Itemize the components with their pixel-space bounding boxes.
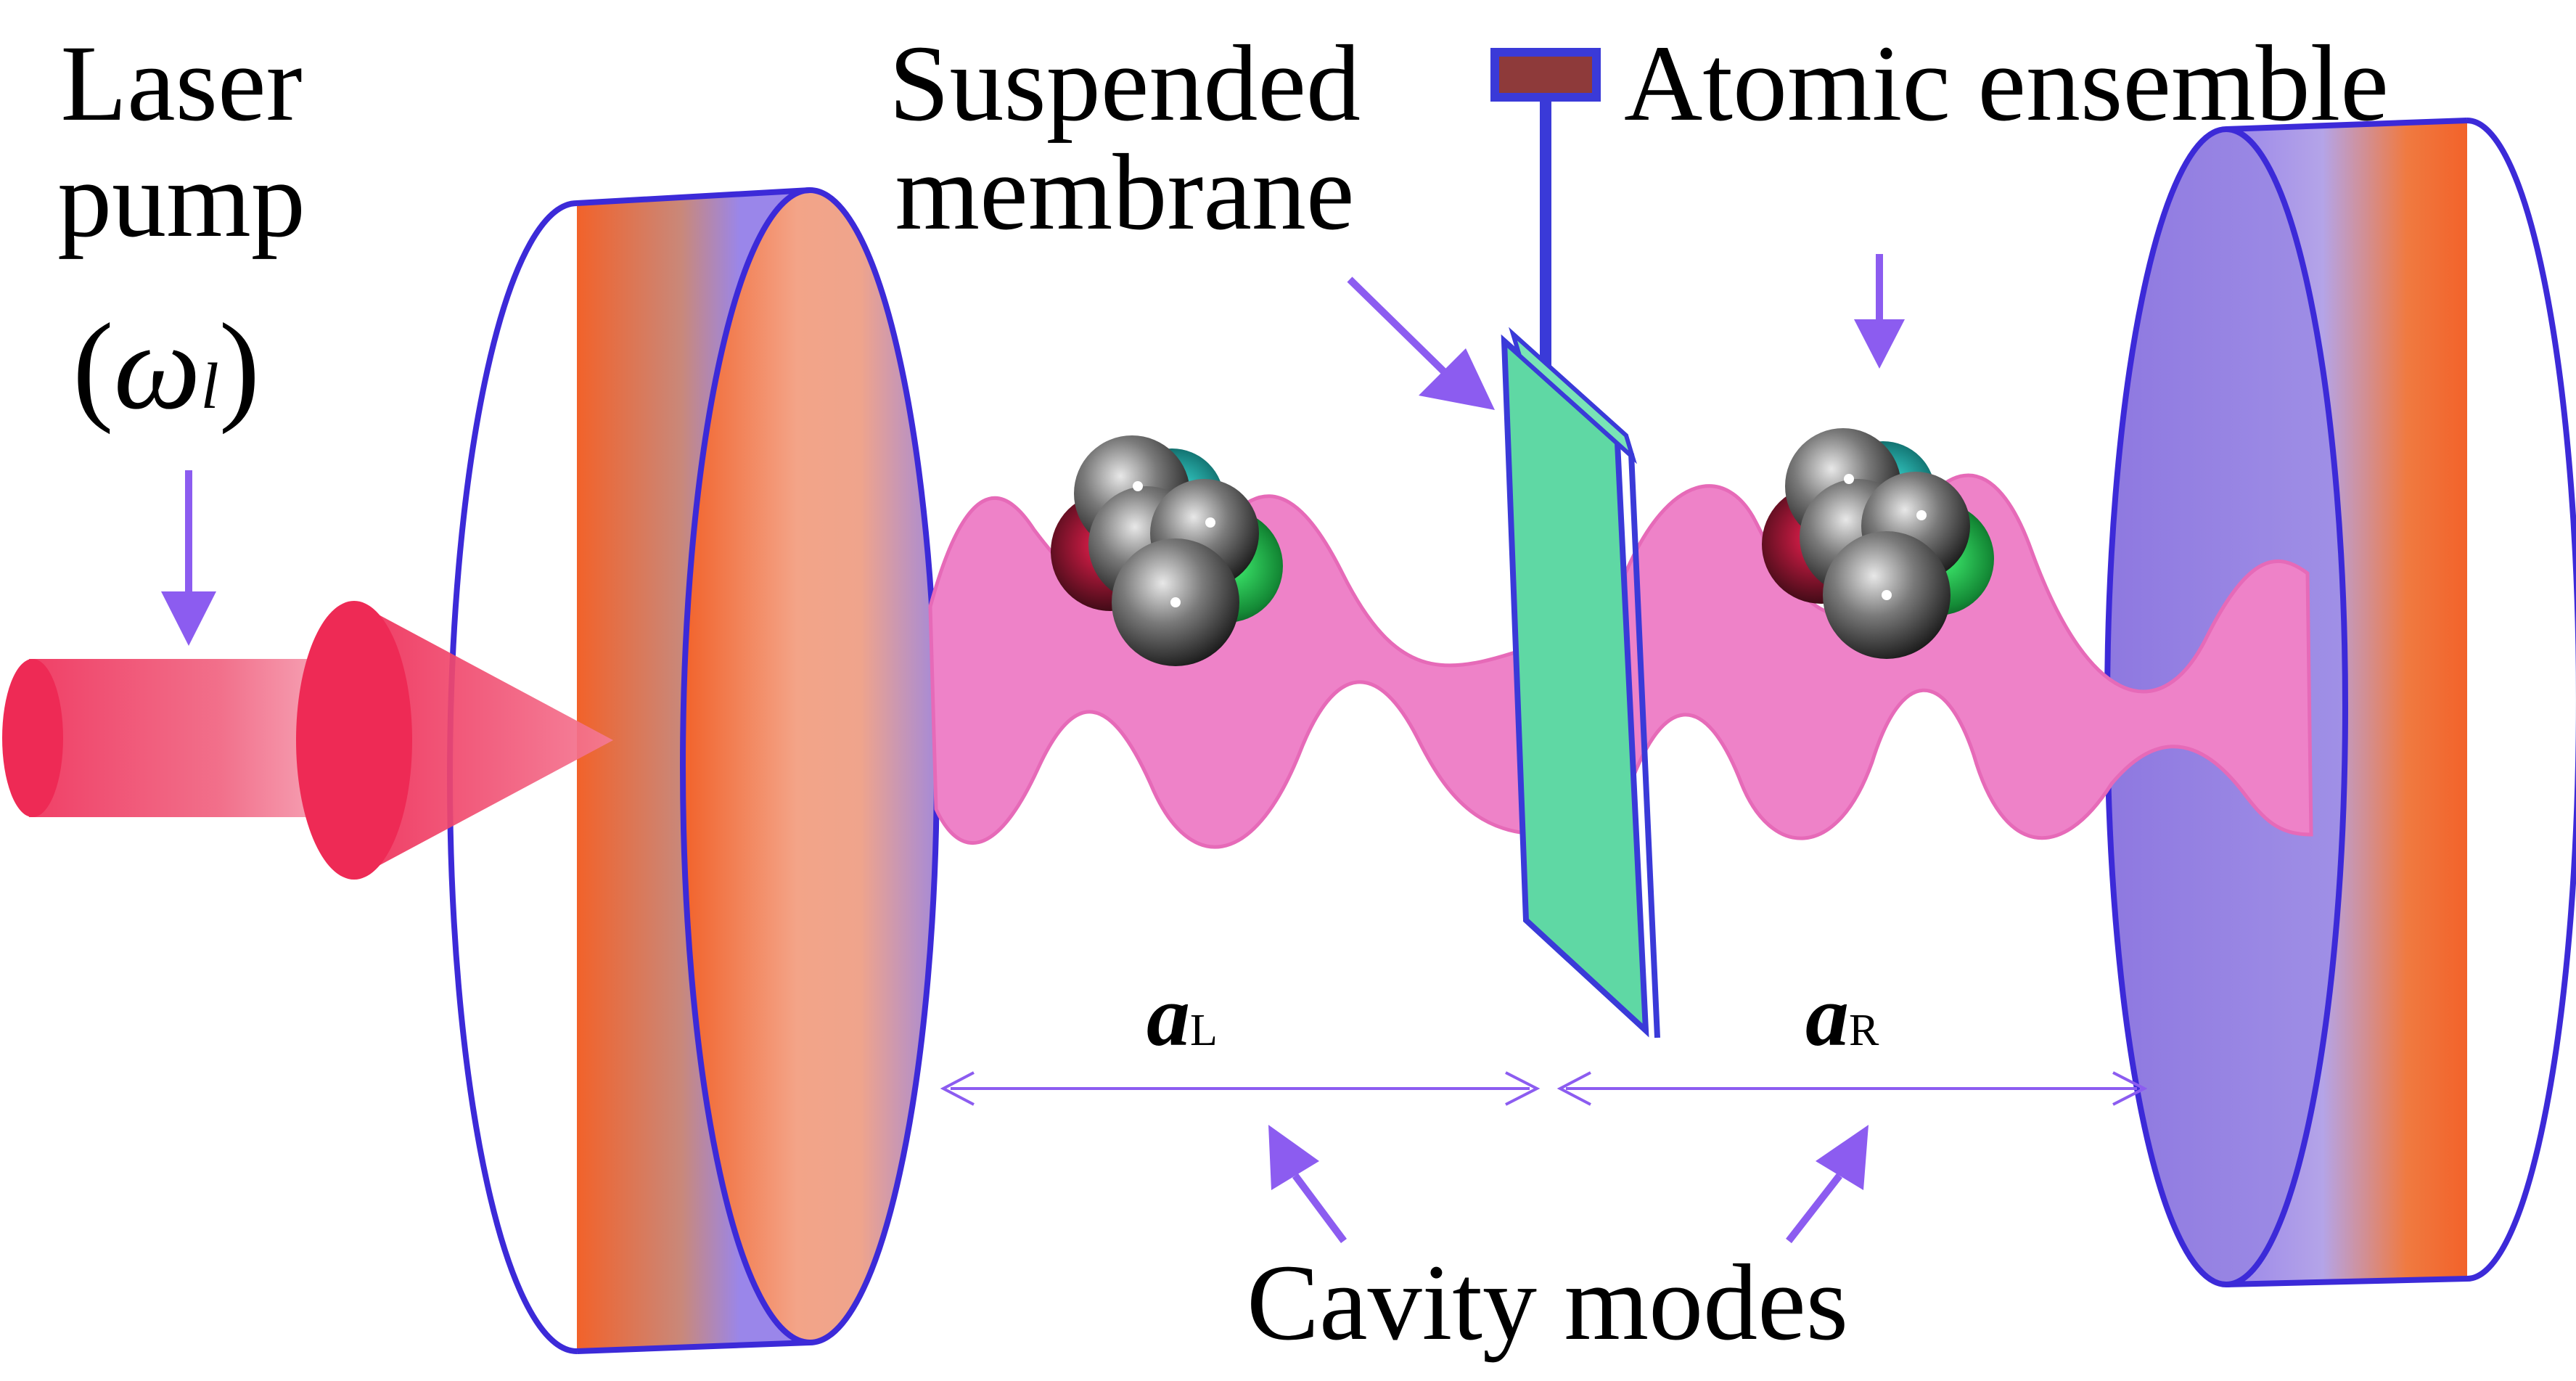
membrane-holder-icon	[1495, 52, 1596, 392]
membrane-label-line2: membrane	[856, 138, 1393, 247]
atomic-arrow-icon	[1854, 254, 1905, 369]
membrane-arrow-icon	[1350, 279, 1495, 410]
laser-beam-icon	[2, 601, 613, 880]
mode-left-symbol: a	[1147, 967, 1190, 1064]
mode-left-label: aL	[1147, 972, 1218, 1060]
omega-subscript: l	[201, 351, 219, 422]
atomic-ensemble-label: Atomic ensemble	[1624, 29, 2389, 138]
membrane-label: Suspended membrane	[856, 29, 1393, 247]
mode-right-label: aR	[1805, 972, 1879, 1060]
laser-pump-line2: pump	[22, 145, 341, 254]
mode-right-symbol: a	[1805, 967, 1849, 1064]
right-length-marker	[1560, 1073, 2144, 1105]
membrane-label-line1: Suspended	[856, 29, 1393, 138]
cavity-modes-right-arrow-icon	[1789, 1125, 1869, 1241]
left-length-marker	[943, 1073, 1537, 1105]
laser-frequency-label: (ωl)	[73, 305, 260, 428]
mode-right-subscript: R	[1849, 1006, 1879, 1055]
laser-arrow-icon	[161, 470, 216, 646]
laser-pump-line1: Laser	[22, 29, 341, 145]
cavity-modes-label: Cavity modes	[1247, 1248, 1848, 1357]
omega-symbol: ω	[114, 298, 201, 435]
laser-pump-label: Laser pump	[22, 29, 341, 254]
cavity-modes-left-arrow-icon	[1268, 1125, 1344, 1241]
mode-left-subscript: L	[1190, 1006, 1218, 1055]
